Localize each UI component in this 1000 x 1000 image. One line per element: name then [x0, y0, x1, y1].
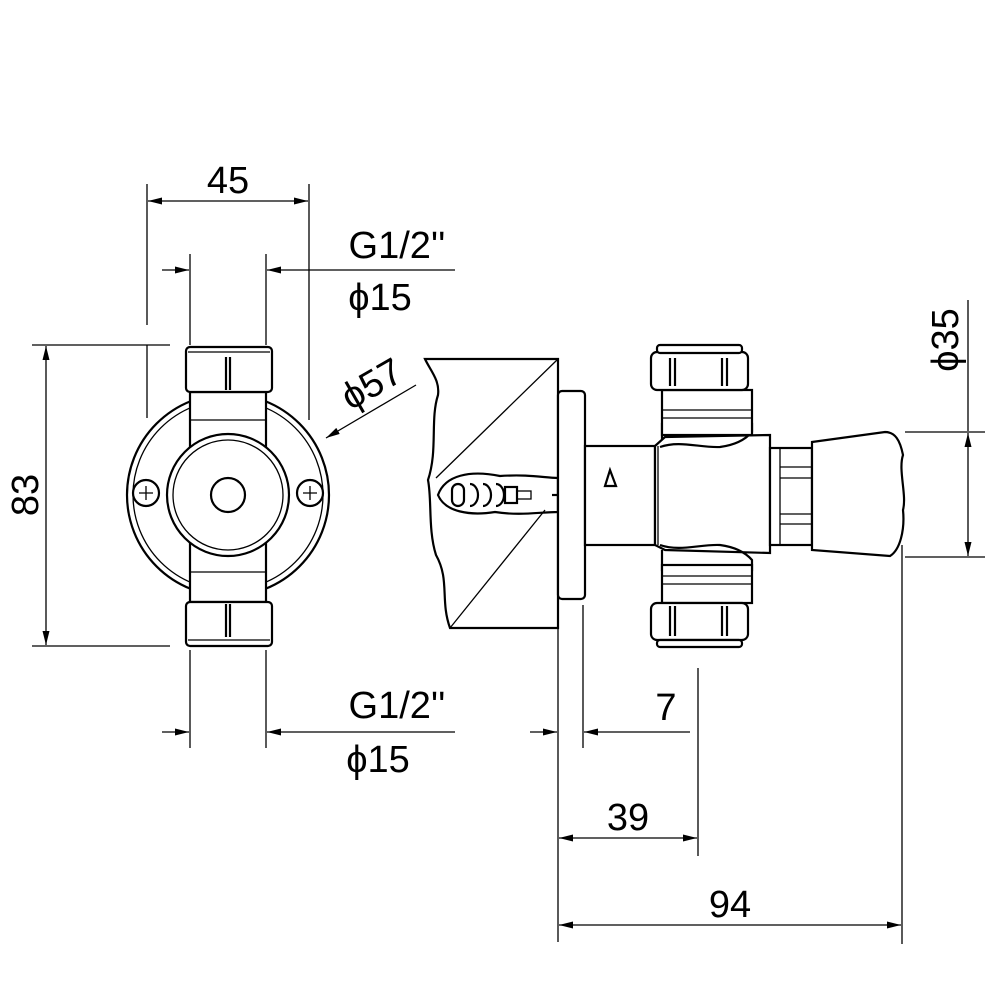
dim-label-35: ϕ35: [925, 308, 967, 372]
dim-label-thread-top: G1/2'': [349, 225, 446, 267]
dim-label-thread-bottom: G1/2'': [349, 685, 446, 727]
dimension-thread-top: G1/2'' ϕ15: [162, 225, 455, 345]
dimension-57: ϕ57: [325, 351, 417, 439]
screw-icon: [131, 478, 161, 508]
dim-label-39: 39: [607, 797, 649, 839]
wall-plug: [450, 482, 558, 508]
triangle-mark-icon: [603, 466, 618, 488]
dim-label-pipe-bottom: ϕ15: [346, 739, 410, 781]
flange: [556, 389, 587, 601]
push-knob: [810, 430, 906, 558]
screw-icon: [295, 478, 325, 508]
wall-section: [423, 357, 560, 630]
dim-label-pipe-top: ϕ15: [348, 277, 412, 319]
dimension-39: 39: [559, 668, 699, 856]
spindle-stem: [768, 446, 814, 547]
front-view: [125, 345, 331, 648]
dimension-94: 94: [559, 545, 903, 944]
spindle: [209, 476, 247, 514]
valve-neck: [583, 444, 657, 547]
dimension-thread-bottom: G1/2'' ϕ15: [162, 650, 455, 781]
dim-label-7: 7: [655, 687, 676, 729]
top-nut: [649, 343, 754, 437]
dimension-83: 83: [5, 344, 170, 647]
dim-label-94: 94: [709, 884, 751, 926]
side-view: [423, 343, 906, 649]
top-nut: [184, 345, 274, 394]
dim-label-83: 83: [5, 474, 47, 516]
dim-label-45: 45: [207, 160, 249, 202]
valve-body: [653, 433, 772, 555]
dimension-7: 7: [530, 600, 690, 942]
dim-label-57: ϕ57: [334, 351, 410, 419]
bottom-nut: [184, 600, 274, 648]
dimension-35: ϕ35: [905, 300, 985, 558]
dimension-45: 45: [146, 160, 310, 420]
bottom-nut: [649, 563, 754, 649]
